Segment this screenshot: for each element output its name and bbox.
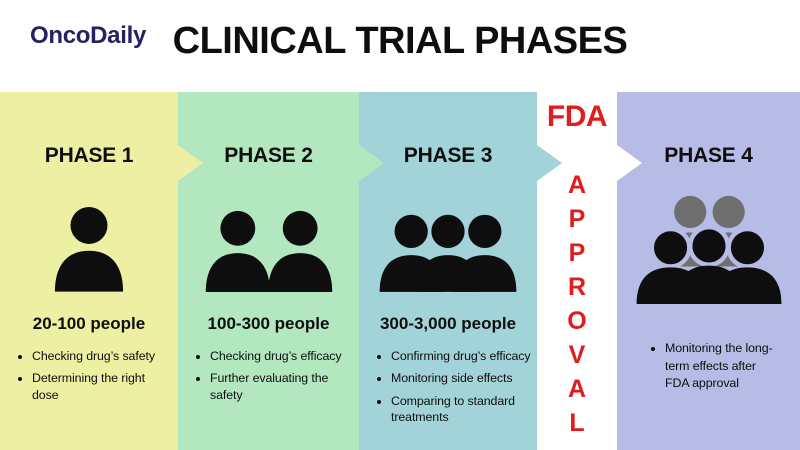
phase-3-bullets: Confirming drug’s efficacy Monitoring si… xyxy=(359,348,537,432)
phase-4-bullets: Monitoring the long-term effects after F… xyxy=(617,340,800,399)
one-person-icon xyxy=(0,204,178,292)
approval-letter: O xyxy=(567,307,587,335)
bullet-item: Checking drug’s safety xyxy=(32,348,174,364)
two-people-icon xyxy=(178,204,359,292)
bullet-item: Monitoring the long-term effects after F… xyxy=(665,340,782,393)
phase-1-people-count: 20-100 people xyxy=(32,314,146,333)
approval-letter: L xyxy=(569,409,585,437)
phase-4-heading: PHASE 4 xyxy=(664,144,753,167)
phase-3-people-count: 300-3,000 people xyxy=(379,314,517,333)
fda-approval-vertical-text: A P P R O V A L xyxy=(537,168,617,440)
phase-1-bullets: Checking drug’s safety Determining the r… xyxy=(0,348,178,409)
approval-letter: R xyxy=(567,273,587,301)
bullet-item: Further evaluating the safety xyxy=(210,370,355,403)
phase-2-heading: PHASE 2 xyxy=(224,144,313,167)
crowd-icon xyxy=(617,192,800,304)
phase-3-heading: PHASE 3 xyxy=(403,144,493,167)
header: OncoDaily CLINICAL TRIAL PHASES xyxy=(0,0,800,92)
bullet-item: Comparing to standard treatments xyxy=(391,393,533,426)
fda-approval-divider: FDA A P P R O V A L xyxy=(537,92,617,450)
approval-letter: V xyxy=(568,341,586,369)
approval-letter: A xyxy=(567,375,587,403)
three-people-icon xyxy=(359,204,537,292)
bullet-item: Monitoring side effects xyxy=(391,370,533,386)
approval-letter: P xyxy=(568,239,586,267)
fda-label: FDA xyxy=(546,100,608,133)
phase-2-bullets: Checking drug’s efficacy Further evaluat… xyxy=(178,348,359,409)
phase-1-column: PHASE 1 20-100 people Checking drug’s sa… xyxy=(0,92,178,450)
oncodaily-logo: OncoDaily xyxy=(30,22,146,49)
phase-3-column: PHASE 3 300-3,000 people Confirming drug… xyxy=(359,92,537,450)
phase-2-people-count: 100-300 people xyxy=(207,314,330,333)
phases-diagram: PHASE 1 20-100 people Checking drug’s sa… xyxy=(0,92,800,450)
phase-4-column: PHASE 4 Monitoring the long-term effects… xyxy=(617,92,800,450)
bullet-item: Checking drug’s efficacy xyxy=(210,348,355,364)
page-title: CLINICAL TRIAL PHASES xyxy=(172,20,628,62)
approval-letter: P xyxy=(568,205,586,233)
phase-2-column: PHASE 2 100-300 people Checking drug’s e… xyxy=(178,92,359,450)
bullet-item: Confirming drug’s efficacy xyxy=(391,348,533,364)
approval-letter: A xyxy=(567,171,587,199)
bullet-item: Determining the right dose xyxy=(32,370,174,403)
phase-1-heading: PHASE 1 xyxy=(44,144,134,167)
